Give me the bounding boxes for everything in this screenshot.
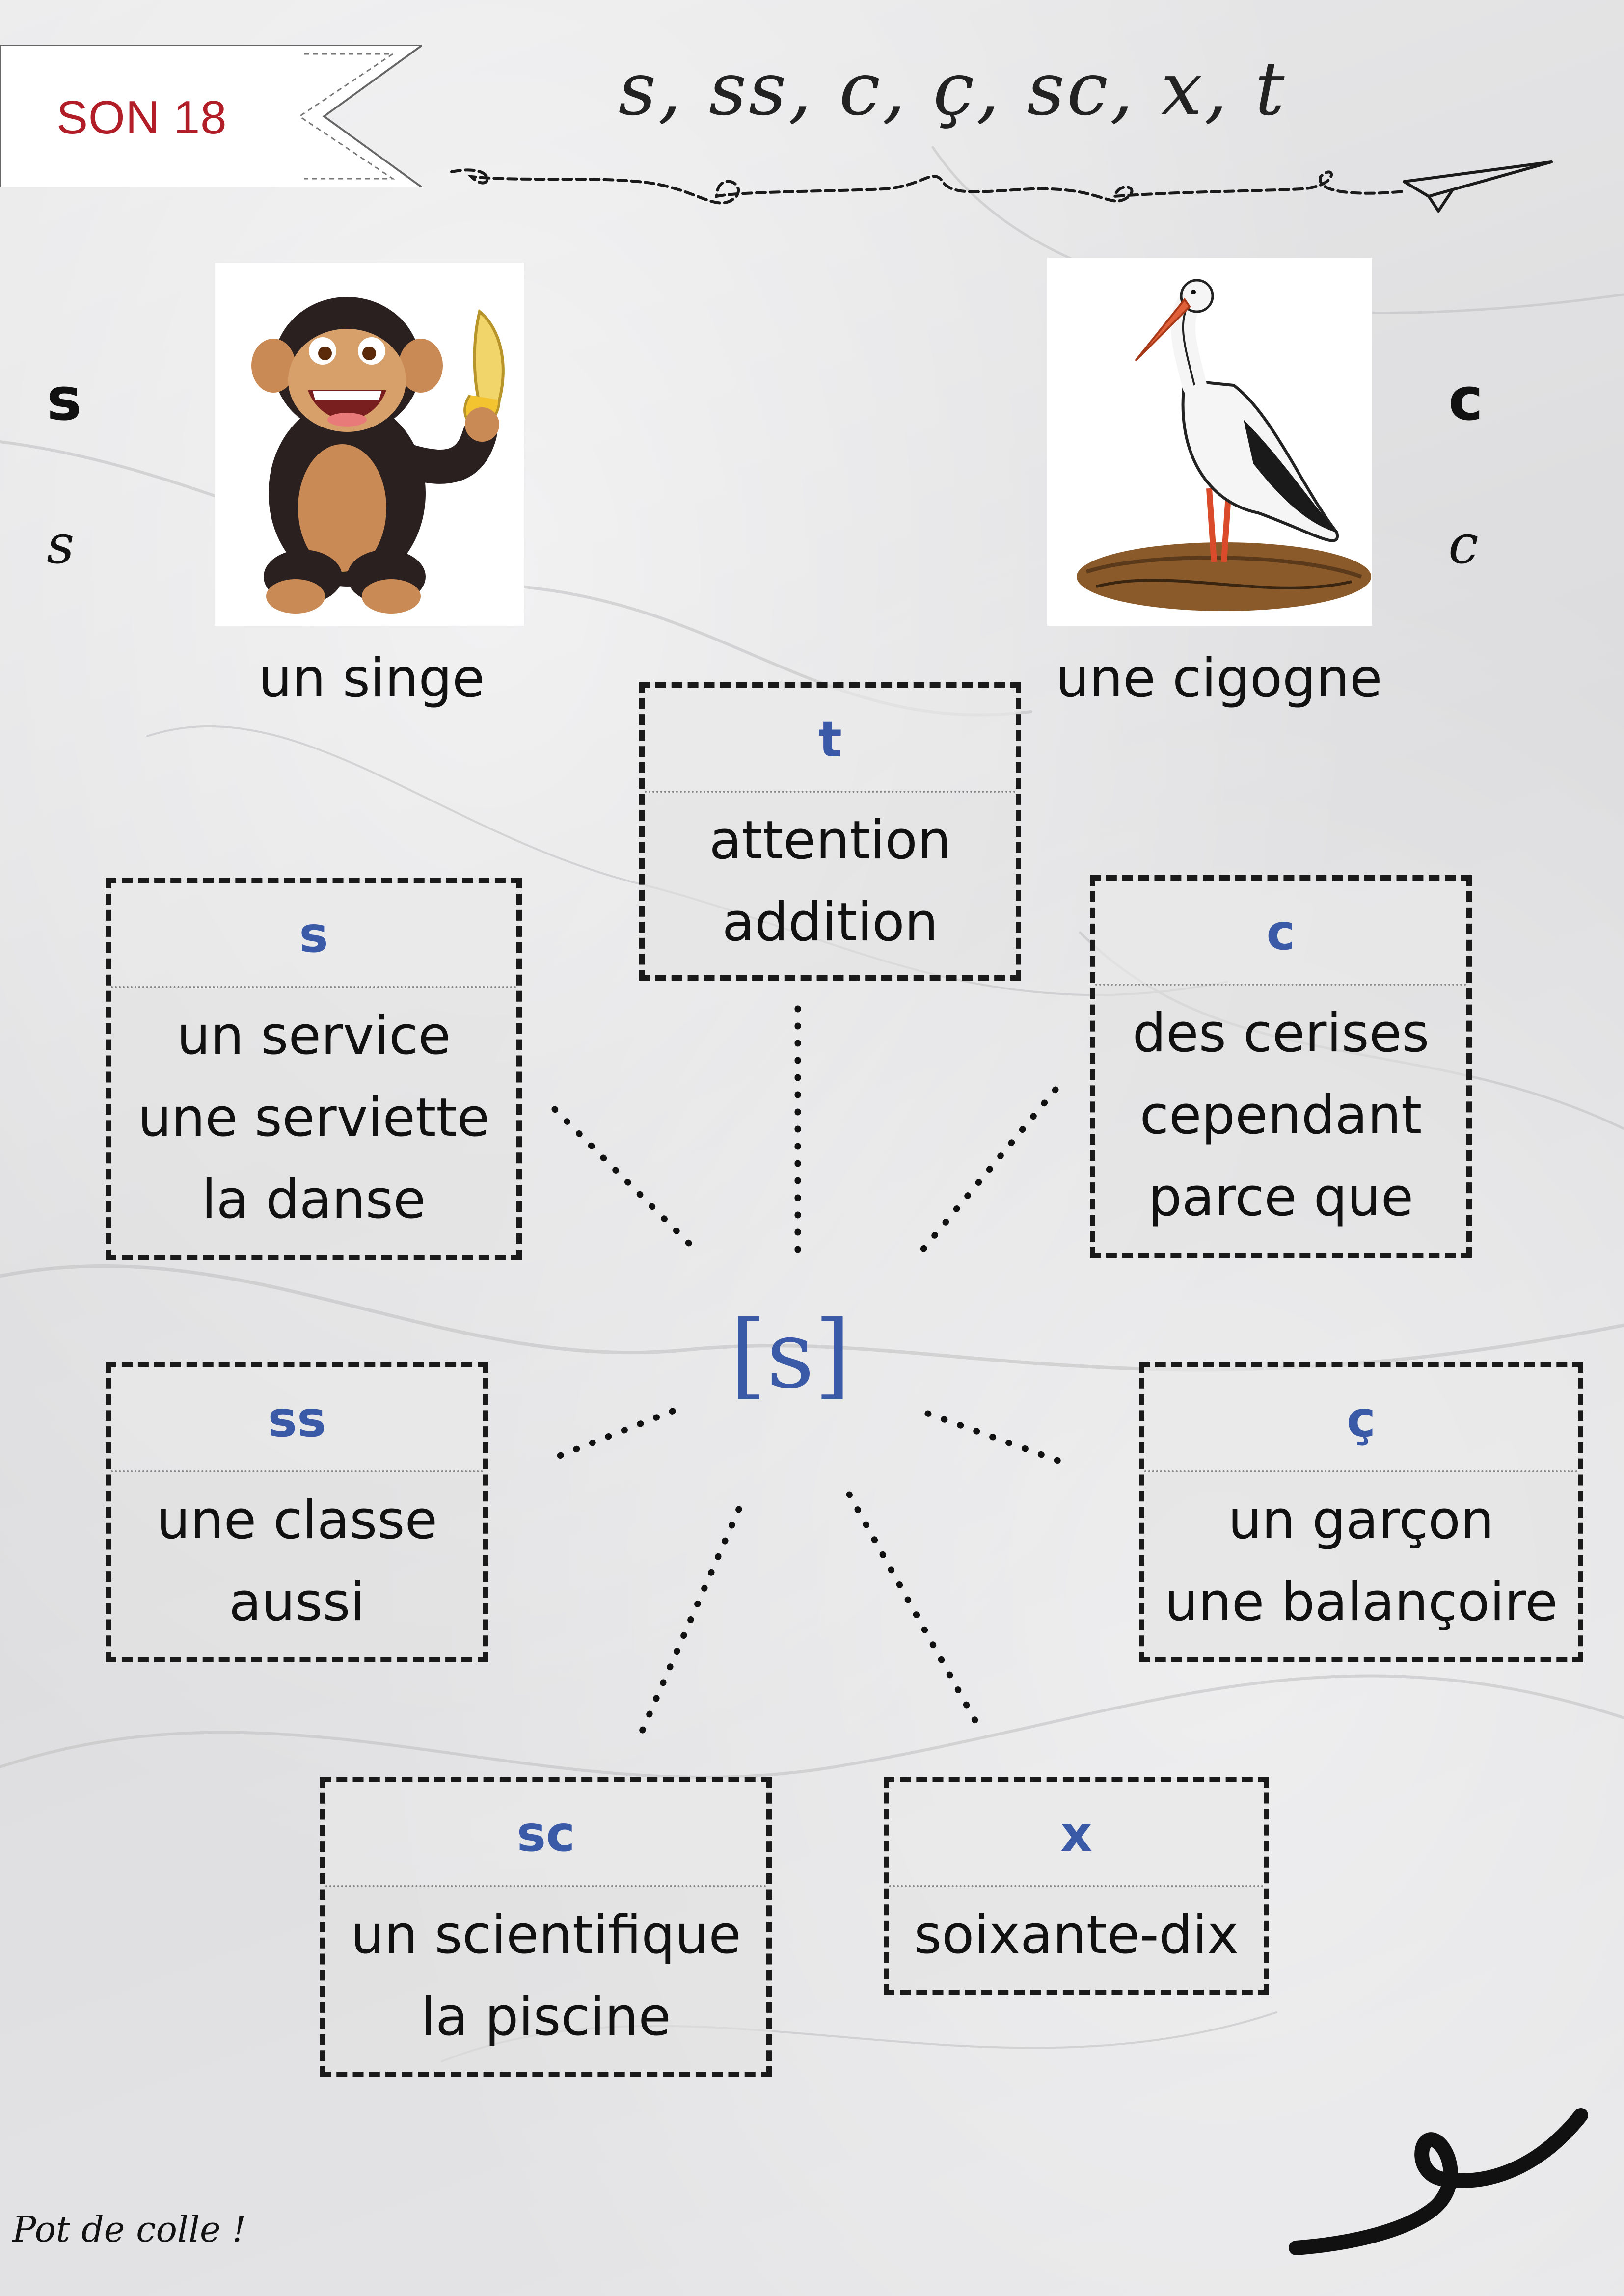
footer-signature: Pot de colle ! (12, 2209, 246, 2250)
word: soixante-dix (914, 1904, 1239, 1966)
grapheme-label: ç (1144, 1367, 1578, 1472)
word: un garçon (1228, 1490, 1494, 1551)
grapheme-label: x (889, 1782, 1264, 1887)
letter-c-print: c (1448, 366, 1484, 434)
word: attention (709, 810, 951, 871)
grapheme-box-s: s un service une serviette la danse (106, 878, 522, 1260)
word: une serviette (137, 1087, 490, 1148)
stork-icon (1077, 279, 1371, 611)
chimpanzee-icon (251, 297, 505, 614)
letter-s-print: s (47, 366, 82, 434)
grapheme-label: c (1095, 881, 1466, 986)
word-list: une classe aussi (111, 1472, 483, 1643)
stork-image (1047, 258, 1372, 626)
grapheme-box-ss: ss une classe aussi (106, 1362, 488, 1662)
stork-caption: une cigogne (1056, 648, 1382, 709)
word-list: attention addition (645, 793, 1016, 963)
letter-c-script: c (1448, 513, 1479, 576)
monkey-image (215, 263, 524, 626)
word: un service (176, 1005, 451, 1067)
word: la danse (201, 1169, 426, 1230)
word: un scientifique (351, 1904, 741, 1966)
phoneme-s: [s] (730, 1301, 851, 1409)
son-banner (0, 45, 422, 187)
word: la piscine (421, 1986, 671, 2048)
word: des cerises (1132, 1003, 1430, 1064)
word: une classe (156, 1490, 438, 1551)
word: cependant (1139, 1085, 1422, 1146)
grapheme-box-c-cedilla: ç un garçon une balançoire (1139, 1362, 1583, 1662)
word: une balançoire (1164, 1572, 1558, 1633)
grapheme-box-c: c des cerises cependant parce que (1090, 875, 1472, 1258)
swirl-plane-icon (450, 160, 1553, 213)
letter-s-script: s (47, 513, 75, 576)
word-list: un service une serviette la danse (111, 988, 516, 1241)
word-list: un garçon une balançoire (1144, 1472, 1578, 1643)
word-list: soixante-dix (889, 1887, 1264, 1976)
grapheme-label: ss (111, 1367, 483, 1472)
son-number-label: SON 18 (56, 91, 227, 144)
word: addition (722, 892, 939, 953)
grapheme-label: s (111, 883, 516, 988)
word-list: un scientifique la piscine (325, 1887, 766, 2058)
grapheme-box-sc: sc un scientifique la piscine (320, 1777, 772, 2077)
grapheme-box-t: t attention addition (639, 682, 1021, 981)
page-title: s, ss, c, ç, sc, x, t (618, 47, 1287, 132)
word: aussi (229, 1572, 365, 1633)
swash-icon (1289, 2108, 1588, 2255)
word: parce que (1148, 1167, 1414, 1228)
word-list: des cerises cependant parce que (1095, 986, 1466, 1238)
monkey-caption: un singe (258, 648, 485, 709)
grapheme-box-x: x soixante-dix (884, 1777, 1269, 1995)
grapheme-label: sc (325, 1782, 766, 1887)
grapheme-label: t (645, 688, 1016, 793)
